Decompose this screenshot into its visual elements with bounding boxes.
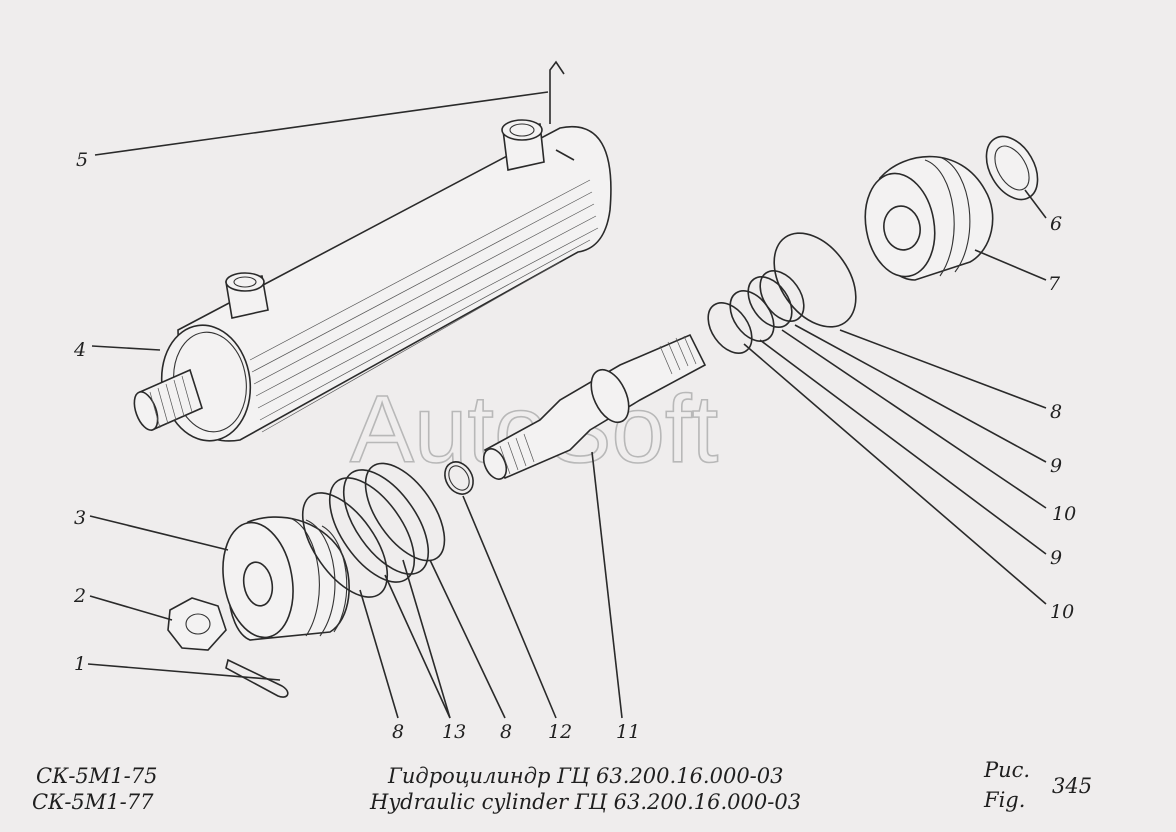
- figure-label-russian: Рис.: [984, 758, 1031, 782]
- callout-8-right: 8: [1050, 401, 1062, 423]
- piston-rod: [482, 333, 707, 480]
- callout-9-lower: 9: [1050, 547, 1062, 569]
- callout-10-upper: 10: [1052, 503, 1076, 525]
- figure-number: 345: [1052, 774, 1093, 798]
- breather-pin: [549, 60, 575, 161]
- callout-labels: 5 4 3 2 1 6 7 8 9 10 9 10 8 13 8 12 11: [73, 149, 1076, 743]
- callout-9-upper: 9: [1050, 455, 1062, 477]
- title-russian: Гидроцилиндр ГЦ 63.200.16.000-03: [388, 764, 784, 788]
- piston: [222, 516, 350, 641]
- callout-7: 7: [1048, 273, 1061, 295]
- figure-label-english: Fig.: [984, 788, 1026, 812]
- callout-5: 5: [76, 149, 88, 171]
- callout-11: 11: [616, 721, 640, 743]
- cylinder-body: [133, 119, 612, 442]
- cylinder-head: [864, 155, 994, 281]
- callout-8-bottom-mid: 8: [500, 721, 512, 743]
- seal-ring: [985, 135, 1039, 201]
- model-code-1: СК-5М1-75: [36, 764, 158, 788]
- callout-13: 13: [442, 721, 466, 743]
- callout-10-lower: 10: [1050, 601, 1074, 623]
- cotter-pin: [225, 658, 289, 698]
- callout-12: 12: [548, 721, 572, 743]
- rod-rings-right: [707, 232, 857, 354]
- piston-rings-left: [301, 462, 446, 598]
- callout-8-bottom-left: 8: [392, 721, 404, 743]
- callout-4: 4: [73, 339, 86, 361]
- o-ring-small: [444, 461, 474, 495]
- model-code-2: СК-5М1-77: [32, 790, 154, 814]
- callout-1: 1: [74, 653, 86, 675]
- leader-lines: [87, 91, 1047, 719]
- callout-3: 3: [74, 507, 86, 529]
- title-english: Hydraulic cylinder ГЦ 63.200.16.000-03: [370, 790, 802, 814]
- castle-nut: [167, 597, 227, 651]
- callout-2: 2: [73, 585, 86, 607]
- callout-6: 6: [1050, 213, 1062, 235]
